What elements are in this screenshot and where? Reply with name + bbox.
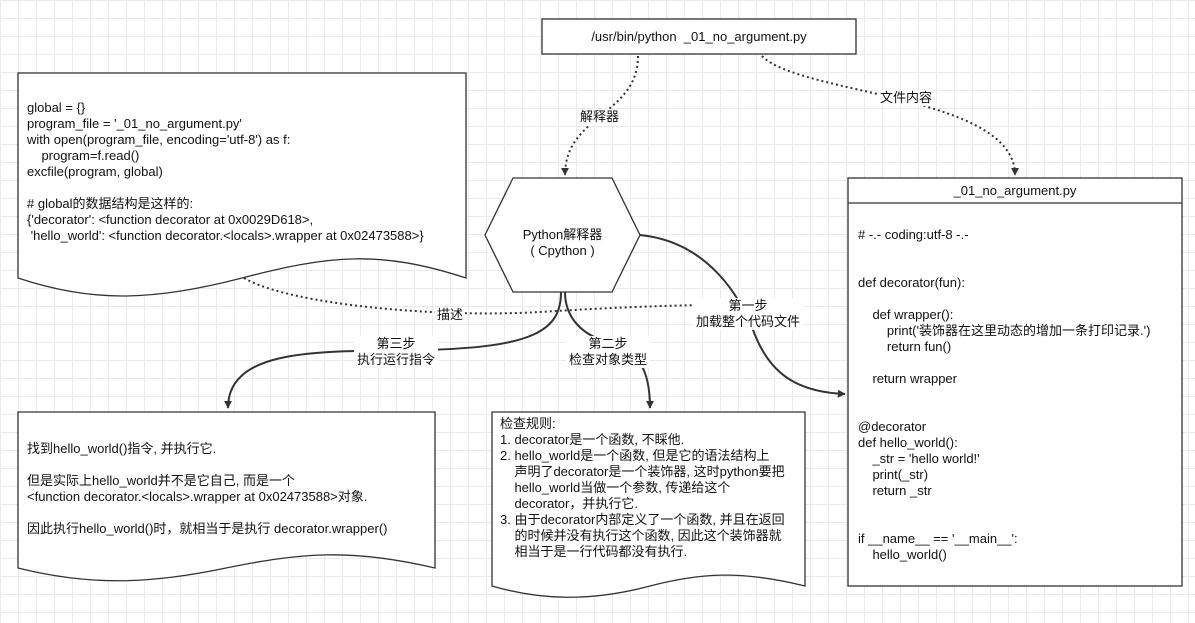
edge-label-step1: 第一步 加载整个代码文件 <box>693 298 803 330</box>
global-doc-text: global = {} program_file = '_01_no_argum… <box>27 100 424 243</box>
check-document-shape[interactable] <box>491 411 806 598</box>
global-document-shape[interactable] <box>17 72 467 297</box>
edge-step1[interactable] <box>639 234 846 398</box>
file-box-title: _01_no_argument.py <box>953 183 1077 198</box>
hexagon-label-line1: Python解释器 <box>522 227 603 242</box>
edge-interpreter[interactable] <box>561 55 639 176</box>
exec-doc-text: 找到hello_world()指令, 并执行它. 但是实际上hello_worl… <box>27 441 388 536</box>
check-doc-title: 检查规则: <box>500 416 556 431</box>
interpreter-path-label: /usr/bin/python _01_no_argument.py <box>591 29 807 44</box>
edge-label-file-content: 文件内容 <box>878 90 935 106</box>
edge-file-content[interactable] <box>761 55 1019 176</box>
check-rule-2: 2. hello_world是一个函数, 但是它的语法结构上 声明了decora… <box>500 448 785 511</box>
edge-label-describe: 描述 <box>435 307 466 323</box>
interpreter-hexagon[interactable] <box>484 177 641 293</box>
check-doc: 检查规则: 1. decorator是一个函数, 不睬他. 2. hello_w… <box>500 416 785 560</box>
file-box[interactable] <box>847 177 1183 587</box>
exec-document-shape[interactable] <box>17 411 436 582</box>
check-rule-3: 3. 由于decorator内部定义了一个函数, 并且在返回 的时候并没有执行这… <box>500 512 785 559</box>
edge-label-step3: 第三步 执行运行指令 <box>354 336 438 368</box>
check-rule-1: 1. decorator是一个函数, 不睬他. <box>500 432 685 447</box>
edge-label-interpreter: 解释器 <box>578 109 622 125</box>
edge-describe[interactable] <box>243 277 719 315</box>
hexagon-label-line2: ( Cpython ) <box>530 243 595 258</box>
file-box-code: # -.- coding:utf-8 -.- def decorator(fun… <box>858 227 1151 562</box>
interpreter-path-box[interactable] <box>541 18 857 55</box>
edge-label-step2: 第二步 检查对象类型 <box>566 336 650 368</box>
